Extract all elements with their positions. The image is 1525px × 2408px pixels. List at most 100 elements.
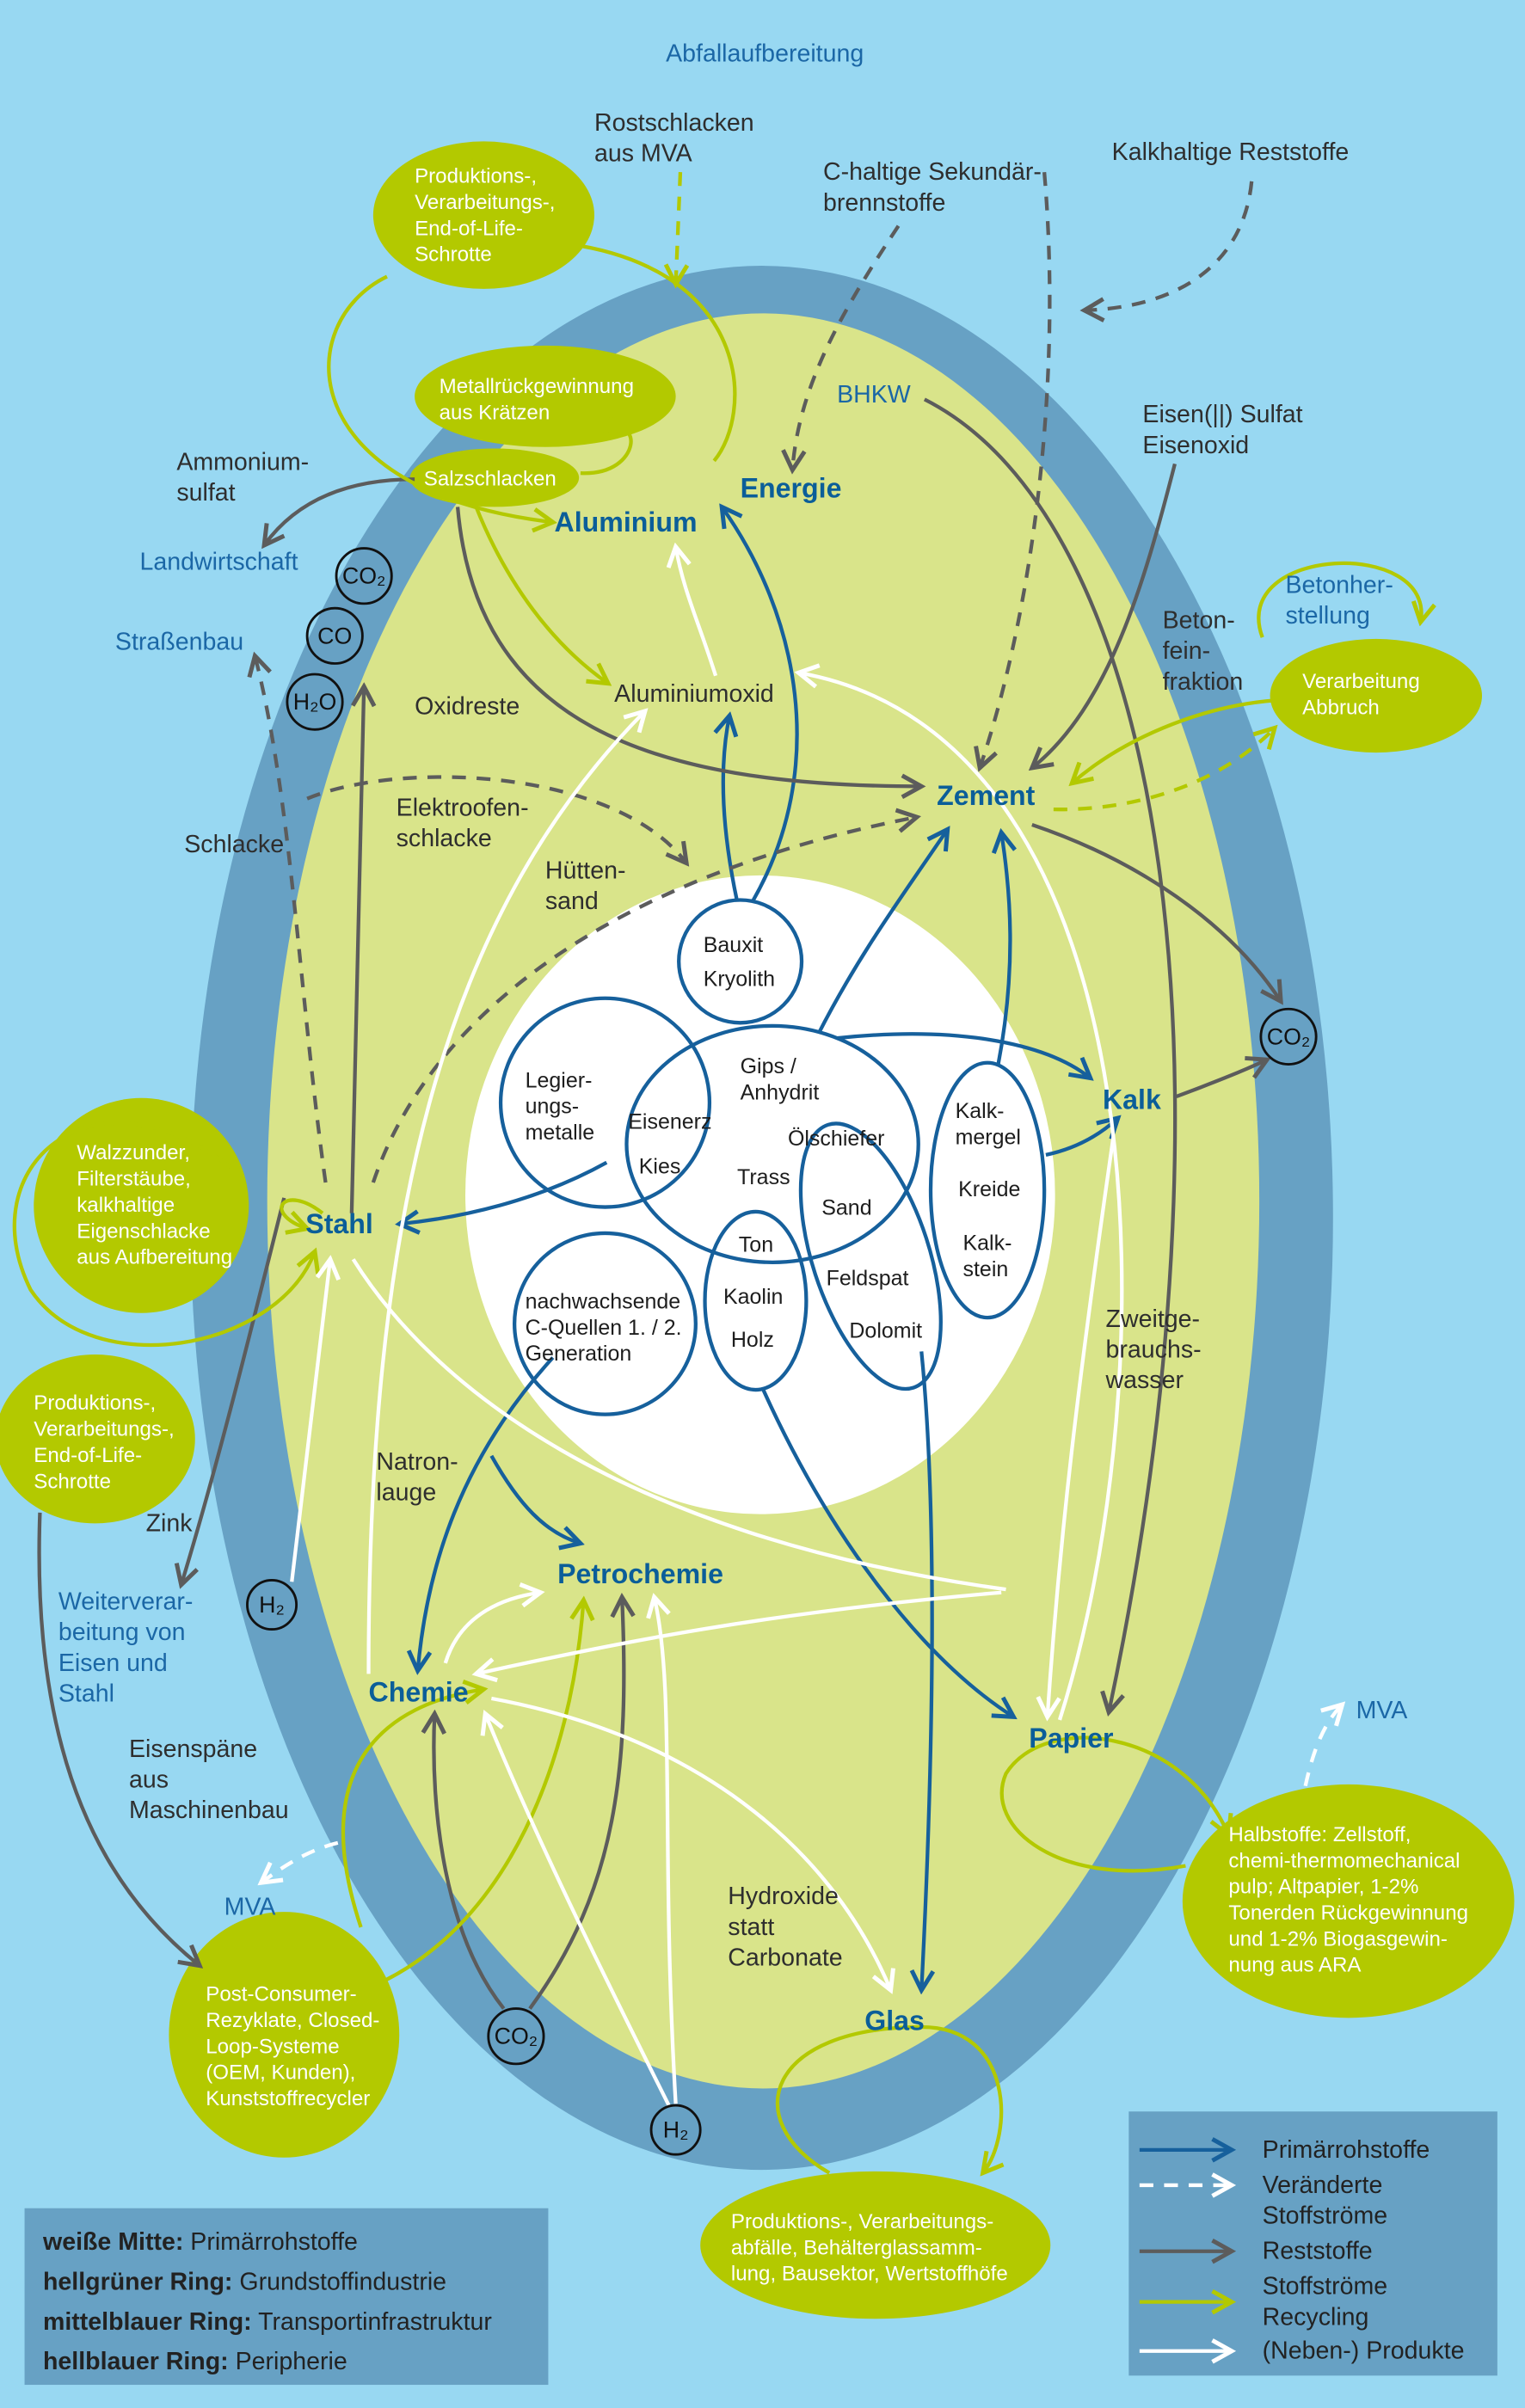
arrow-h2-stahl xyxy=(290,1259,330,1582)
industry-labels: Aluminium Energie Zement Kalk Stahl Petr… xyxy=(305,473,1161,2036)
text-line: Zink xyxy=(146,1509,194,1537)
text-line: Verarbeitung xyxy=(1302,670,1420,693)
text-line: Dolomit xyxy=(849,1318,922,1342)
text-line: Verarbeitungs-, xyxy=(34,1418,174,1441)
label-recycling_nodes-schrotte_top: Produktions-, Verarbeitungs-, End-of-Life-… xyxy=(415,165,555,267)
text-line: Eisen und xyxy=(58,1649,168,1677)
label-recycling_nodes-glas_abfaelle: Produktions-, Verarbeitungs-abfälle, Beh… xyxy=(731,2210,1008,2286)
text-line: Abbruch xyxy=(1302,696,1380,719)
arrow-co2-petrochemie xyxy=(528,1597,624,2010)
label-flow_labels-elektroofen: Elektroofen-schlacke xyxy=(397,794,529,852)
loop-salzschlacken xyxy=(580,430,633,476)
legend-ring-midblue: mittelblauer Ring: Transportinfrastruktu… xyxy=(43,2308,492,2336)
label-kalkmergel: Kalk-mergel xyxy=(956,1099,1021,1149)
text-line: beitung von xyxy=(58,1619,186,1646)
text-line: Stoffströme xyxy=(1263,2273,1387,2300)
text-line: nachwachsende xyxy=(526,1289,681,1313)
text-line: aus Krätzen xyxy=(440,402,550,425)
arrow-elektroofenschlacke xyxy=(306,775,686,863)
molecules: CO₂ CO H₂O CO₂ H₂ CO₂ H₂ xyxy=(246,547,1318,2156)
co2-right: CO₂ xyxy=(1259,1007,1318,1066)
arrow-gips-zement xyxy=(816,829,948,1035)
product-flows xyxy=(261,547,1343,2108)
label-periphery-strassenbau: Straßenbau xyxy=(115,628,243,655)
circle-legierungsmetalle xyxy=(498,996,712,1209)
text-line: Verarbeitungs-, xyxy=(415,191,555,214)
arrow-post-consumer-chemie xyxy=(341,1689,483,1928)
text-line: statt xyxy=(728,1914,774,1941)
label-legierungsmetalle: Legier-ungs-metalle xyxy=(526,1068,595,1145)
co2-bottom: CO₂ xyxy=(487,2007,545,2066)
text-line: Loop-Systeme xyxy=(206,2035,339,2058)
label-kies: Kies xyxy=(639,1154,681,1178)
text-line: Kalk- xyxy=(956,1099,1005,1123)
arrow-chemie-mva xyxy=(261,1840,339,1883)
label-recycling_nodes-post_consumer: Post-Consumer-Rezyklate, Closed-Loop-Sys… xyxy=(206,1983,379,2110)
text-line: sulfat xyxy=(176,479,235,507)
label-periphery-mva_left: MVA xyxy=(224,1894,276,1921)
arrow-stahl-weiterverarbeitung xyxy=(181,1197,286,1585)
title: Abfallaufbereitung xyxy=(666,40,864,68)
arrow-papier-aluminiumoxid xyxy=(798,673,1124,1721)
arrow-nachwachsende-chemie xyxy=(418,1356,555,1671)
circle-nachwachsende xyxy=(512,1231,698,1416)
label-sand: Sand xyxy=(821,1195,871,1219)
text-line: brauchs- xyxy=(1106,1336,1202,1364)
label-kreide: Kreide xyxy=(958,1177,1020,1201)
text-line: Carbonate xyxy=(728,1944,842,1972)
label-periphery-bhkw: BHKW xyxy=(837,381,911,408)
text-line: Kalkhaltige Reststoffe xyxy=(1112,138,1350,166)
text-line: Halbstoffe: Zellstoff, xyxy=(1228,1823,1411,1846)
text-line: Schrotte xyxy=(415,243,492,267)
text-line: Rezyklate, Closed- xyxy=(206,2009,379,2032)
text-line: pulp; Altpapier, 1-2% xyxy=(1228,1876,1418,1899)
text-line: Kreide xyxy=(958,1177,1020,1201)
label-feldspat: Feldspat xyxy=(827,1267,909,1291)
label-flow_labels-zweitgebrauch: Zweitge-brauchs-wasser xyxy=(1105,1305,1202,1394)
text-line: fein- xyxy=(1163,637,1211,665)
label-flow_labels-kalkhaltige: Kalkhaltige Reststoffe xyxy=(1112,138,1350,166)
industry-glas: Glas xyxy=(864,2006,925,2036)
text-line: Hütten- xyxy=(545,857,626,884)
arrow-bhkw-papier xyxy=(923,397,1178,1712)
text-line: Produktions-, xyxy=(415,165,537,188)
arrow-kalkhaltige xyxy=(1085,181,1254,310)
text-line: Produktions-, Verarbeitungs- xyxy=(731,2210,993,2233)
arrow-natronlauge-chemie xyxy=(477,1590,1002,1674)
text-line: MVA xyxy=(1356,1697,1408,1724)
arrow-co2-chemie xyxy=(434,1714,506,2010)
text-line: C-Quellen 1. / 2. xyxy=(526,1316,682,1340)
text-line: Landwirtschaft xyxy=(139,549,298,576)
text-line: lauge xyxy=(376,1479,436,1507)
co2-top: CO₂ xyxy=(335,547,393,605)
arrow-bauxit-aluminium xyxy=(722,507,799,903)
label-kalkstein: Kalk-stein xyxy=(963,1232,1012,1281)
text-line: brennstoffe xyxy=(823,189,945,217)
text-line: Eigenschlacke xyxy=(77,1219,210,1243)
label-flow_labels-natronlauge: Natron-lauge xyxy=(376,1448,458,1507)
text-line: (Neben-) Produkte xyxy=(1263,2337,1465,2365)
loop-schrotte-aluminium xyxy=(580,243,737,463)
label-periphery-landwirtschaft: Landwirtschaft xyxy=(139,549,298,576)
arrow-zement-co2 xyxy=(1031,822,1281,1001)
svg-text:H₂: H₂ xyxy=(259,1592,285,1618)
svg-text:CO₂: CO₂ xyxy=(342,563,386,589)
text-line: Sand xyxy=(821,1195,871,1219)
text-line: Kunststoffrecycler xyxy=(206,2087,370,2110)
label-ton: Ton xyxy=(739,1232,773,1256)
node-glas-abfaelle xyxy=(700,2171,1051,2319)
raw-material-shapes xyxy=(498,898,1047,1416)
industry-kalk: Kalk xyxy=(1103,1084,1161,1115)
text-line: End-of-Life- xyxy=(415,217,523,240)
arrow-chemie-glas xyxy=(490,1696,890,1990)
circle-gips-eisenerz xyxy=(624,1023,920,1264)
arrow-kalk-papier xyxy=(1048,1136,1116,1717)
text-line: Maschinenbau xyxy=(129,1797,289,1824)
svg-text:CO₂: CO₂ xyxy=(1267,1023,1311,1049)
arrow-oxidreste-zement xyxy=(455,507,921,786)
text-line: Kaolin xyxy=(723,1285,783,1309)
